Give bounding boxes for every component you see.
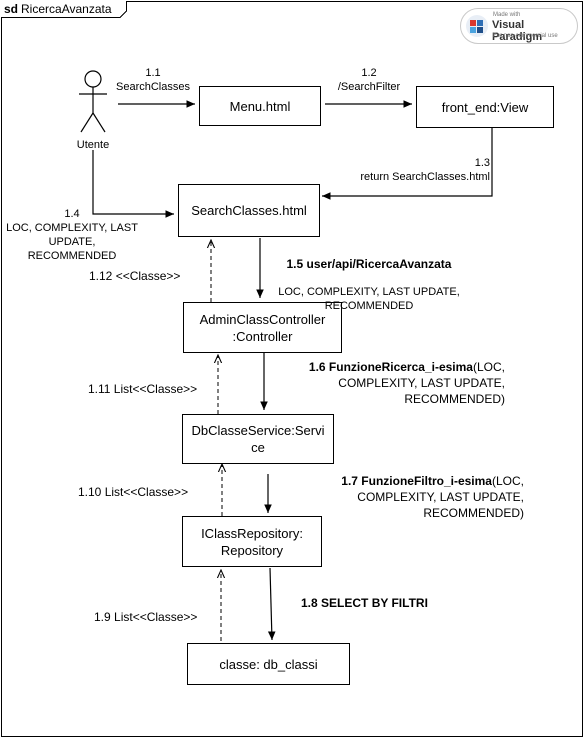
message-1-3-label: 1.3 return SearchClasses.html (360, 157, 490, 183)
object-menu-html: Menu.html (199, 86, 321, 126)
message-1-7-name: 1.7 FunzioneFiltro_i-esima (341, 474, 492, 488)
frame-name: RicercaAvanzata (21, 2, 112, 16)
message-1-5-args: LOC, COMPLEXITY, LAST UPDATE, RECOMMENDE… (278, 286, 460, 312)
message-1-6-args: (LOC, COMPLEXITY, LAST UPDATE, RECOMMEND… (338, 360, 505, 406)
message-1-4-arrow (92, 150, 174, 218)
message-1-3-arrow (322, 128, 493, 200)
message-1-11-label: 1.11 List<<Classe>> (88, 382, 198, 396)
watermark-note: For non-commercial use (493, 33, 558, 39)
message-1-4-label: 1.4 LOC, COMPLEXITY, LAST UPDATE, RECOMM… (6, 208, 138, 262)
watermark-brand: Visual Paradigm (492, 19, 543, 43)
message-1-6-label: 1.6 FunzioneRicerca_i-esima(LOC, COMPLEX… (272, 359, 505, 407)
message-1-5-name: 1.5 user/api/RicercaAvanzata (286, 257, 452, 271)
message-1-9-label: 1.9 List<<Classe>> (94, 610, 198, 624)
message-1-7-label: 1.7 FunzioneFiltro_i-esima(LOC, COMPLEXI… (294, 473, 524, 521)
message-1-7-args: (LOC, COMPLEXITY, LAST UPDATE, RECOMMEND… (357, 474, 524, 520)
actor-name: Utente (76, 139, 110, 151)
message-1-1-label: 1.1 SearchClasses (116, 67, 190, 93)
frame-tab-corner (118, 10, 127, 18)
message-1-8-arrow (267, 567, 276, 641)
visual-paradigm-watermark: Made with Visual Paradigm For non-commer… (460, 8, 578, 44)
object-classe-db-classi: classe: db_classi (187, 643, 350, 685)
object-iclass-repository: IClassRepository: Repository (182, 516, 322, 567)
message-1-12-label: 1.12 <<Classe>> (89, 269, 181, 283)
object-db-classe-service: DbClasseService:Servi ce (182, 414, 334, 464)
message-1-8-label: 1.8 SELECT BY FILTRI (301, 596, 428, 610)
visual-paradigm-logo-icon (466, 15, 488, 37)
message-1-6-name: 1.6 FunzioneRicerca_i-esima (308, 360, 473, 374)
message-1-2-label: 1.2 /SearchFilter (337, 67, 401, 93)
message-1-5-label: 1.5 user/api/RicercaAvanzata LOC, COMPLE… (268, 243, 470, 327)
message-1-10-label: 1.10 List<<Classe>> (78, 485, 189, 499)
object-front-end-view: front_end:View (416, 86, 554, 128)
object-search-classes-html: SearchClasses.html (178, 184, 320, 237)
watermark-made-with: Made with (493, 12, 521, 18)
frame-keyword: sd (4, 2, 19, 16)
object-admin-class-controller: AdminClassController :Controller (183, 302, 342, 353)
actor-stick-figure (79, 70, 107, 133)
